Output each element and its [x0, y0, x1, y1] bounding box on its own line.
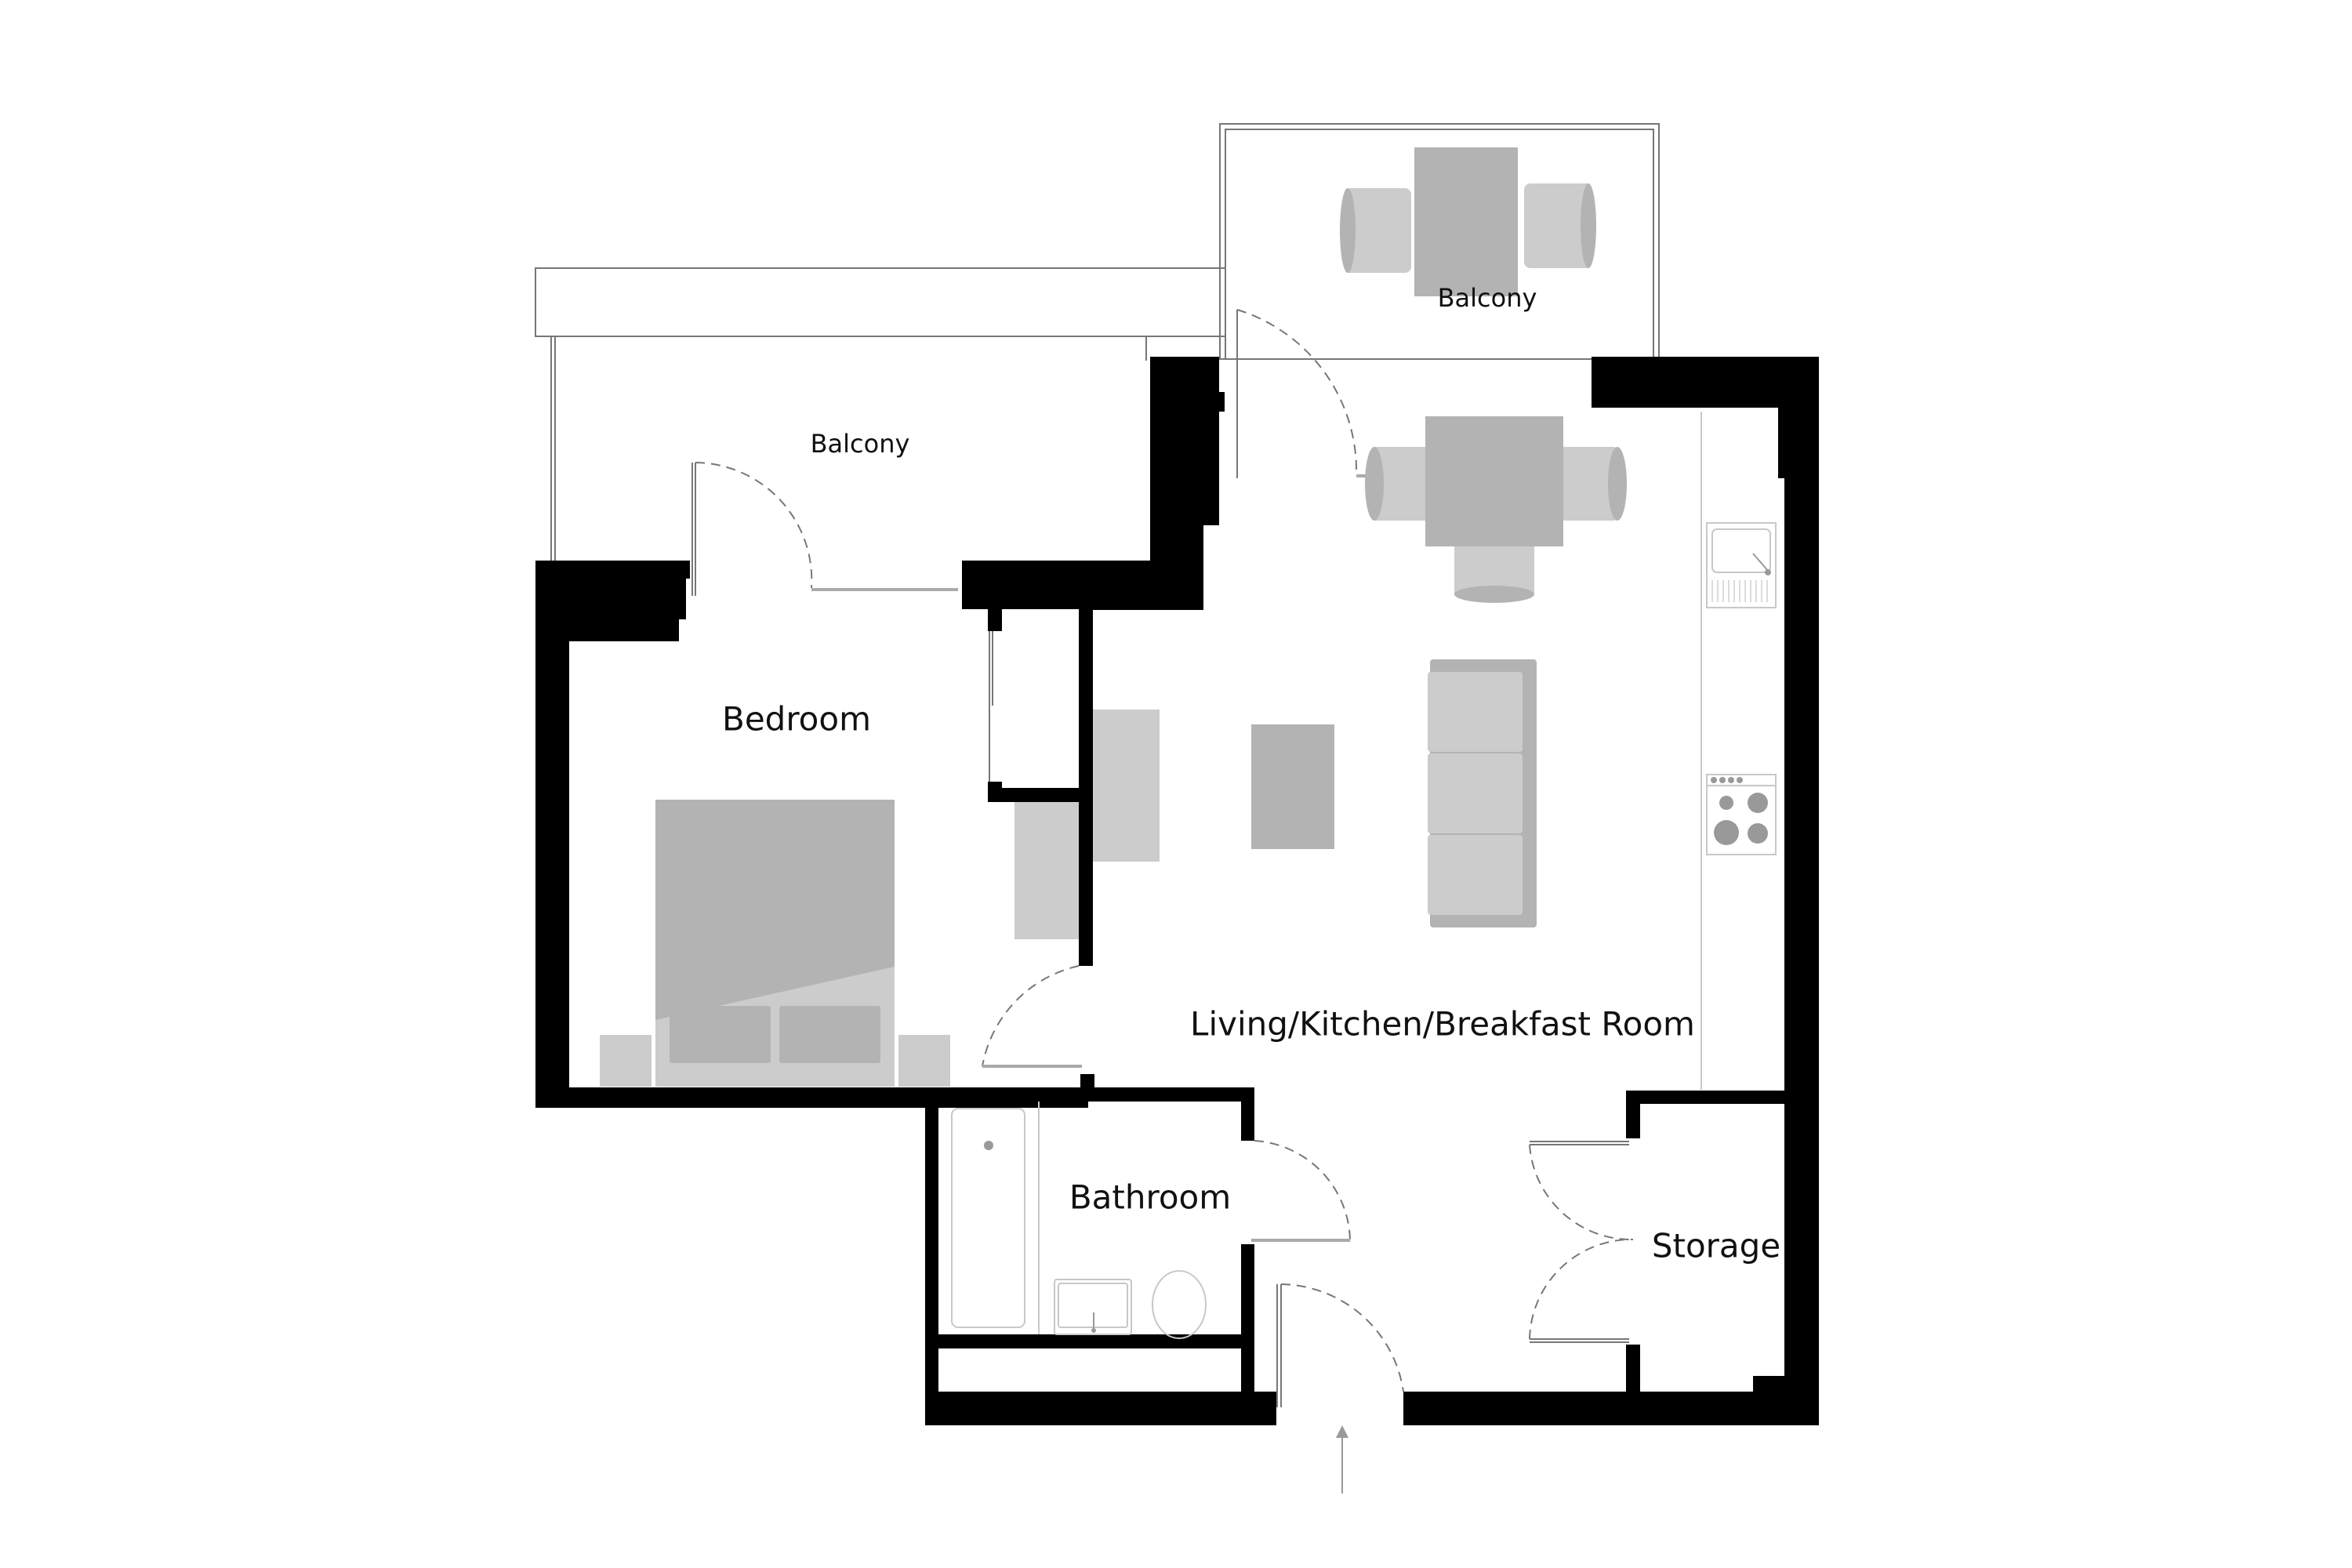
dining-table: [1425, 416, 1563, 546]
tv-unit-left: [1014, 802, 1079, 939]
nightstand: [898, 1035, 950, 1087]
room-label-storage: Storage: [1651, 1226, 1781, 1265]
room-label-balcony-left: Balcony: [810, 429, 910, 459]
bathtub: [951, 1108, 1025, 1328]
room-label-balcony-top: Balcony: [1437, 283, 1537, 313]
coffee-table: [1251, 724, 1334, 849]
sink: [1706, 522, 1777, 608]
room-label-bedroom: Bedroom: [722, 699, 871, 739]
room-label-living: Living/Kitchen/Breakfast Room: [1190, 1004, 1695, 1044]
balcony-chair-left: [1347, 188, 1411, 273]
walls: [535, 357, 1819, 1425]
hob: [1706, 774, 1777, 855]
living-furniture: [1014, 416, 1627, 939]
toilet: [1152, 1270, 1207, 1339]
bedroom-furniture: [600, 631, 1082, 1087]
arrow-up-icon: [1336, 1425, 1348, 1494]
storage-doors: [1529, 1141, 1634, 1343]
pillow: [670, 1006, 771, 1063]
nightstand: [600, 1035, 652, 1087]
basin: [1054, 1279, 1132, 1335]
pillow: [779, 1006, 880, 1063]
room-label-bathroom: Bathroom: [1069, 1178, 1232, 1217]
kitchen: [1700, 412, 1777, 1090]
bathroom-fixtures: [951, 1102, 1404, 1407]
balcony-chair-right: [1524, 183, 1588, 268]
balcony-table: [1414, 147, 1518, 296]
tv-unit: [1093, 710, 1160, 862]
balcony-left: [535, 267, 1226, 596]
